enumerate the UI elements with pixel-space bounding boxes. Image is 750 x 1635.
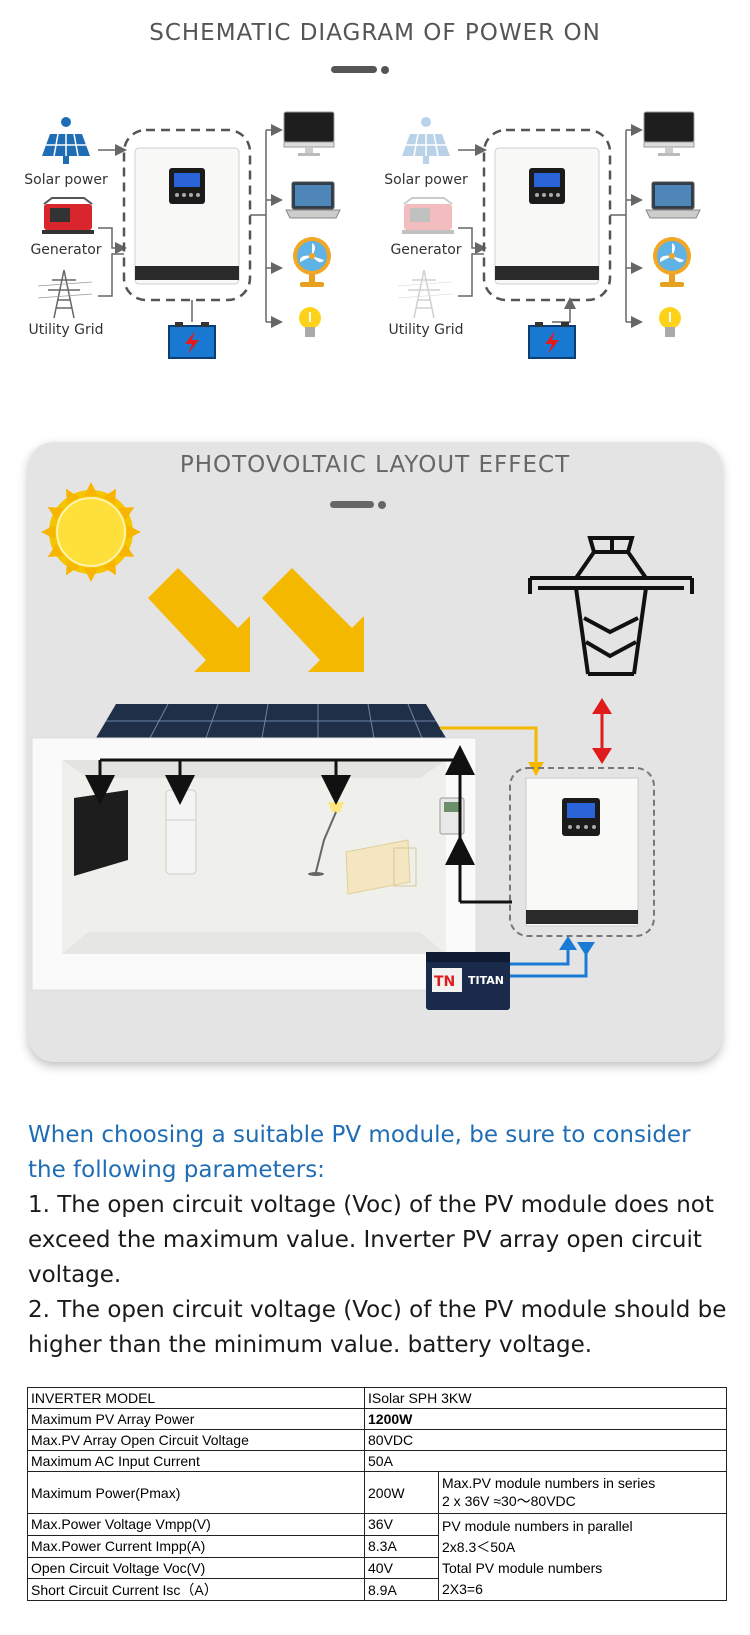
cell-value: 80VDC [364, 1429, 727, 1451]
label-generator-left: Generator [30, 242, 102, 258]
cell-value: 40V [364, 1556, 439, 1580]
schematic-left [37, 111, 341, 359]
grid-link-arrow [592, 698, 612, 764]
photovoltaic-card: TN TITAN PHOTOVOLTAIC LAYOUT EFFECT [28, 442, 722, 1062]
cell-label: Open Circuit Voltage Voc(V) [27, 1556, 365, 1580]
cell-value: 36V [364, 1513, 439, 1536]
label-utility-grid-right: Utility Grid [388, 322, 464, 338]
schematic-title: SCHEMATIC DIAGRAM OF POWER ON [149, 20, 601, 46]
parallel-label: PV module numbers in parallel [442, 1518, 633, 1534]
cell-label: Maximum Power(Pmax) [27, 1471, 365, 1514]
photovoltaic-illustration: TN TITAN [31, 482, 694, 1010]
pv-title-divider-dot [378, 501, 386, 509]
battery-logo: TN [434, 974, 455, 990]
sun-icon [41, 482, 141, 582]
cell-label: Short Circuit Current Isc（A） [27, 1578, 365, 1601]
table-row: Maximum Power(Pmax) 200W Max.PV module n… [27, 1471, 727, 1514]
table-row: Open Circuit Voltage Voc(V) 40V [27, 1556, 727, 1580]
inverter-frame [509, 767, 655, 937]
sunlight-arrow-icon [148, 568, 364, 672]
pv-line [440, 726, 538, 768]
cell-label: Max.PV Array Open Circuit Voltage [27, 1429, 365, 1451]
inverter-icon [525, 777, 639, 927]
label-solar-power-left: Solar power [24, 172, 108, 188]
cell-label: Maximum AC Input Current [27, 1450, 365, 1472]
table-row: Max.PV Array Open Circuit Voltage 80VDC [27, 1429, 727, 1451]
cell-value: 50A [364, 1450, 727, 1472]
cell-model-label: INVERTER MODEL [27, 1387, 365, 1409]
guidance-intro: When choosing a suitable PV module, be s… [28, 1122, 691, 1183]
guidance-point-2: 2. The open circuit voltage (Voc) of the… [28, 1297, 727, 1358]
cell-parallel-note: PV module numbers in parallel 2x8.3＜50A … [438, 1513, 727, 1601]
title-divider [331, 66, 377, 73]
cell-value: 8.3A [364, 1534, 439, 1558]
battery-brand: TITAN [468, 974, 504, 987]
house-wiring [85, 745, 512, 904]
cell-label: Max.Power Voltage Vmpp(V) [27, 1513, 365, 1536]
label-solar-power-right: Solar power [384, 172, 468, 188]
label-generator-right: Generator [390, 242, 462, 258]
series-label: Max.PV module numbers in series [442, 1474, 656, 1491]
cell-value: 8.9A [364, 1578, 439, 1601]
cell-value: 1200W [364, 1408, 727, 1430]
cell-label: Maximum PV Array Power [27, 1408, 365, 1430]
total-value: 2X3=6 [442, 1581, 483, 1597]
schematic-diagram [37, 111, 701, 359]
house-illustration [31, 703, 477, 991]
schematic-right [397, 111, 701, 359]
cell-label: Max.Power Current Impp(A) [27, 1534, 365, 1558]
table-row: Maximum PV Array Power 1200W [27, 1408, 727, 1430]
table-row: Maximum AC Input Current 50A [27, 1450, 727, 1472]
power-tower-icon [528, 536, 694, 676]
pv-title-divider [330, 501, 374, 508]
photovoltaic-title: PHOTOVOLTAIC LAYOUT EFFECT [179, 452, 571, 478]
title-divider-dot [381, 66, 389, 74]
parallel-value: 2x8.3＜50A [442, 1539, 516, 1555]
spec-table: INVERTER MODEL ISolar SPH 3KW Maximum PV… [27, 1387, 727, 1601]
total-label: Total PV module numbers [442, 1560, 603, 1576]
table-row: Max.Power Voltage Vmpp(V) 36V PV module … [27, 1513, 727, 1601]
label-utility-grid-left: Utility Grid [28, 322, 104, 338]
cell-value: 200W [364, 1471, 439, 1514]
cell-series-note: Max.PV module numbers in series 2 x 36V … [438, 1471, 727, 1514]
series-value: 2 x 36V ≈30～80VDC [442, 1492, 576, 1509]
table-row: Max.Power Current Impp(A) 8.3A [27, 1534, 727, 1558]
battery-icon: TN TITAN [426, 952, 510, 1010]
cell-model-value: ISolar SPH 3KW [364, 1387, 727, 1409]
guidance-point-1: 1. The open circuit voltage (Voc) of the… [28, 1192, 714, 1288]
table-row: Short Circuit Current Isc（A） 8.9A [27, 1578, 727, 1601]
table-row: INVERTER MODEL ISolar SPH 3KW [27, 1387, 727, 1409]
